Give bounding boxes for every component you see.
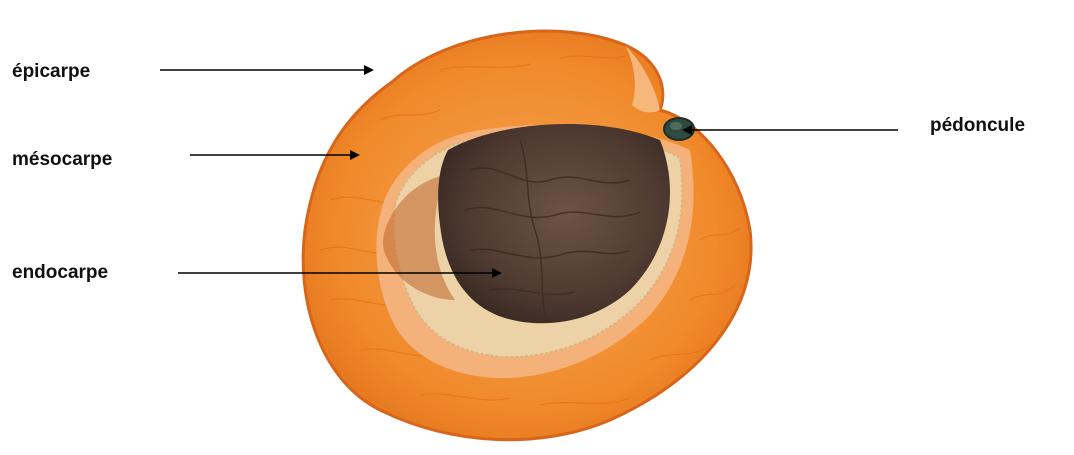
apricot-illustration (303, 31, 751, 440)
label-endocarpe: endocarpe (12, 262, 108, 283)
label-epicarpe: épicarpe (12, 61, 90, 82)
stem-highlight (670, 122, 682, 130)
label-pedoncule: pédoncule (930, 115, 1025, 136)
label-mesocarpe: mésocarpe (12, 149, 112, 170)
